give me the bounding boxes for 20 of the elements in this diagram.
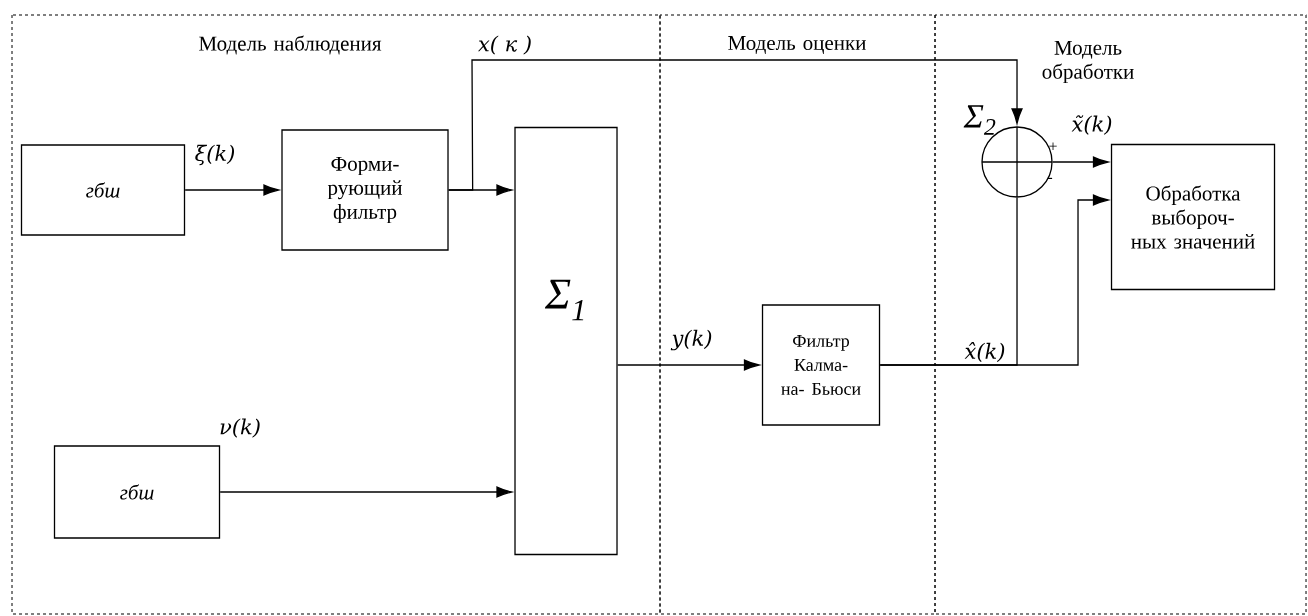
edge-label: x( к )	[476, 34, 534, 56]
block-box: Обработка выбороч- ных значений	[1110, 143, 1276, 291]
arrow	[219, 486, 512, 498]
edge-label: ξ(k)	[193, 143, 237, 167]
block-box: гбш	[20, 144, 186, 236]
arrow	[448, 59, 1023, 191]
arrow	[1052, 156, 1109, 168]
node-label: Σ	[963, 105, 984, 128]
block-box: Фильтр Калма- на- Бьюси	[761, 304, 881, 426]
sign-label: -	[1047, 177, 1053, 179]
sign-label: +	[1049, 142, 1057, 150]
edge-label: ν(k)	[218, 417, 262, 439]
edge-label: x̃(k)	[1070, 114, 1114, 136]
edge-label: x̂(k)	[963, 340, 1007, 364]
arrow	[617, 359, 760, 371]
edge-label: y(k)	[670, 328, 714, 352]
summator-box: Σ$_{1}$	[514, 126, 618, 556]
block-box: Форми- рующий фильтр	[281, 129, 449, 251]
arrow	[184, 184, 279, 196]
block-box: гбш	[53, 445, 221, 539]
